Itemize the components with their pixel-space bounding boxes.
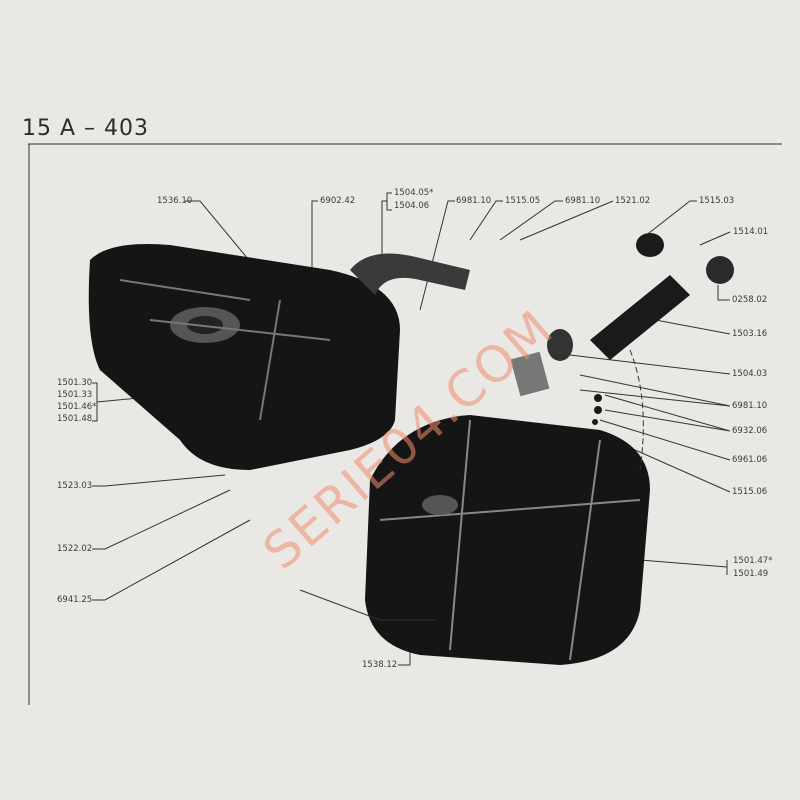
part-label: 1501.30 [57,378,93,388]
part-label: 1515.05 [505,196,541,206]
part-label: 1504.03 [732,369,768,379]
page-title: 15 A – 403 [22,116,150,141]
assembly-arrow [629,349,644,471]
filler-pipe [350,233,734,425]
part-label: 0258.02 [732,295,768,305]
part-label: 1501.47* [733,556,773,566]
part-label: 1501.48 [57,414,93,424]
part-label: 1515.06 [732,487,768,497]
part-label: 6981.10 [456,196,492,206]
part-label: 1514.01 [733,227,769,237]
part-label: 6981.10 [565,196,601,206]
part-label: 1501.33 [57,390,93,400]
part-label: 6932.06 [732,426,768,436]
part-label: 1538.12 [362,660,398,670]
part-label: 1522.02 [57,544,93,554]
part-label: 1501.49 [733,569,769,579]
part-label: 1523.03 [57,481,93,491]
strap-1538-12 [299,589,435,621]
fuel-tank-lower [365,415,650,665]
part-label: 1521.02 [615,196,651,206]
part-label: 6902.42 [320,196,356,206]
part-label: 1515.03 [699,196,735,206]
part-label: 1504.06 [394,201,430,211]
part-label: 6941.25 [57,595,93,605]
part-label: 1504.05* [394,188,434,198]
fuel-tank-upper [88,244,400,470]
part-label: 6961.06 [732,455,768,465]
part-label: 1503.16 [732,329,768,339]
part-label: 1536.10 [157,196,193,206]
part-label: 1501.46* [57,402,97,412]
part-label: 6981.10 [732,401,768,411]
